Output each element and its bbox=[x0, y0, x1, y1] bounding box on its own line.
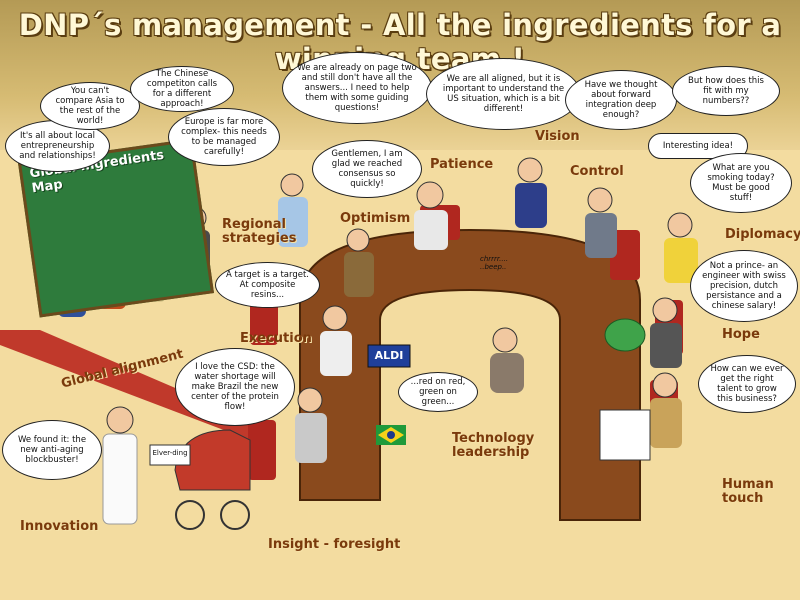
label-control: Control bbox=[570, 164, 624, 179]
person bbox=[650, 297, 682, 368]
person bbox=[650, 372, 682, 448]
speech-bubble: What are you smoking today? Must be good… bbox=[690, 153, 792, 213]
speech-bubble: Gentlemen, I am glad we reached consensu… bbox=[312, 140, 422, 198]
speech-bubble: ...red on red, green on green... bbox=[398, 372, 478, 412]
person bbox=[344, 228, 374, 297]
label-patience: Patience bbox=[430, 157, 494, 172]
label-technology-leadership: Technology leadership bbox=[452, 431, 535, 460]
stroller-sign: Elver-ding bbox=[152, 449, 188, 457]
label-hope: Hope bbox=[722, 327, 760, 342]
person bbox=[490, 327, 524, 393]
label-human-touch: Human touch bbox=[722, 477, 774, 506]
person bbox=[295, 387, 327, 463]
red-carpet bbox=[0, 330, 250, 440]
speech-bubble: A target is a target. At composite resin… bbox=[215, 262, 320, 308]
person bbox=[664, 212, 698, 283]
speech-bubble: We are all aligned, but it is important … bbox=[426, 58, 581, 130]
label-insight-foresight: Insight - foresight bbox=[268, 537, 401, 552]
aldi-bag bbox=[367, 344, 411, 368]
person bbox=[320, 305, 352, 376]
speech-bubble: Have we thought about forward integratio… bbox=[565, 70, 677, 130]
person bbox=[585, 187, 617, 258]
label-vision: Vision bbox=[535, 129, 580, 144]
label-optimism: Optimism bbox=[340, 211, 411, 226]
label-innovation: Innovation bbox=[20, 519, 99, 534]
speech-bubble: The Chinese competiton calls for a diffe… bbox=[130, 66, 234, 112]
baby-stroller bbox=[149, 429, 251, 530]
speech-bubble: How can we ever get the right talent to … bbox=[698, 355, 796, 413]
frog bbox=[604, 318, 646, 352]
aldi-sign: ALDI bbox=[374, 349, 404, 362]
chair bbox=[610, 230, 640, 280]
person bbox=[515, 157, 547, 228]
scientist bbox=[102, 406, 138, 525]
chair bbox=[248, 420, 276, 480]
phone-sound: chrrrr.... ..beep.. bbox=[480, 255, 509, 271]
speech-bubble: But how does this fit with my numbers?? bbox=[672, 66, 780, 116]
speech-bubble: You can't compare Asia to the rest of th… bbox=[40, 82, 140, 130]
flowchart-paper bbox=[599, 409, 651, 461]
speech-bubble: I love the CSD: the water shortage will … bbox=[175, 348, 295, 426]
person bbox=[414, 181, 448, 250]
brazil-flag bbox=[376, 425, 406, 445]
speech-bubble: Europe is far more complex- this needs t… bbox=[168, 108, 280, 166]
speech-bubble: Not a prince- an engineer with swiss pre… bbox=[690, 250, 798, 322]
person bbox=[278, 173, 308, 247]
label-regional-strategies: Regional strategies bbox=[222, 217, 297, 246]
label-execution: Execution bbox=[240, 331, 312, 346]
label-diplomacy: Diplomacy bbox=[725, 227, 800, 242]
speech-bubble: We are already on page two and still don… bbox=[282, 52, 432, 124]
speech-bubble: We found it: the new anti-aging blockbus… bbox=[2, 420, 102, 480]
